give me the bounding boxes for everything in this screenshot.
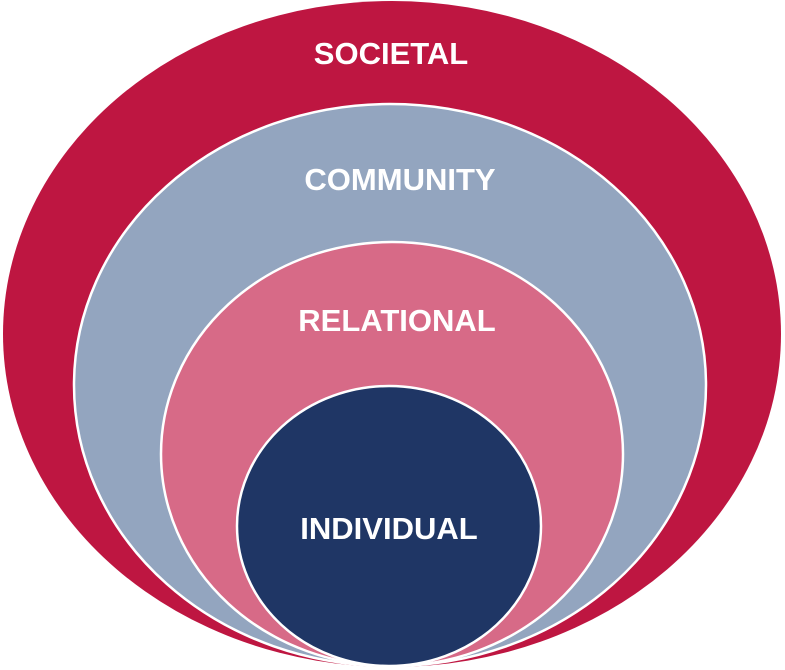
community-label: COMMUNITY — [304, 162, 495, 197]
societal-label: SOCIETAL — [314, 36, 468, 71]
individual-ellipse — [235, 384, 543, 668]
individual-label: INDIVIDUAL — [300, 511, 477, 546]
relational-label: RELATIONAL — [298, 303, 495, 338]
